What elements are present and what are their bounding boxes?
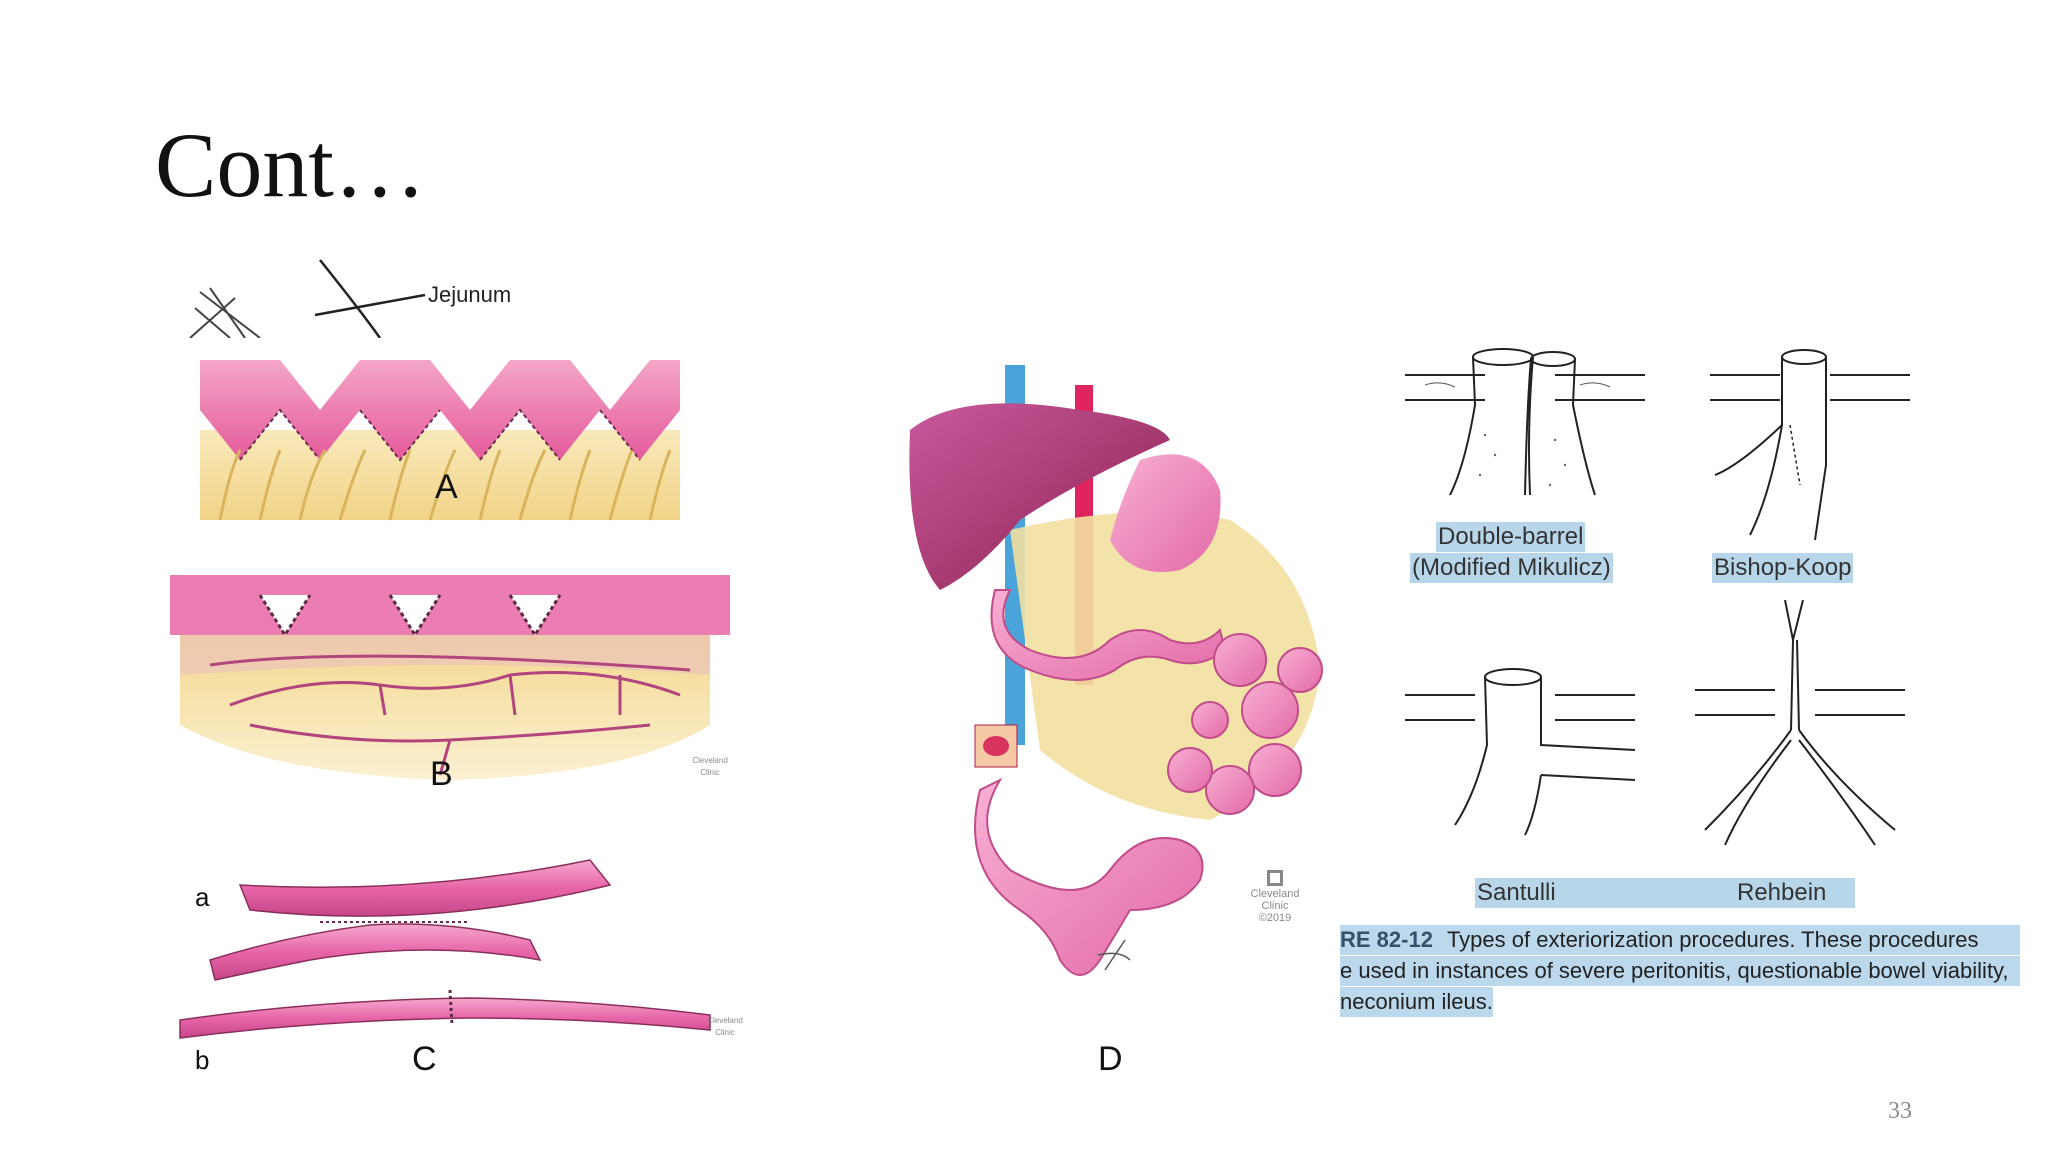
cleveland-logo-d: Cleveland Clinic ©2019 — [1240, 870, 1310, 924]
panel-c-sub-a: a — [195, 882, 210, 912]
label-modified-mikulicz: (Modified Mikulicz) — [1410, 553, 1613, 583]
figure-number: RE 82-12 — [1340, 927, 1433, 952]
panel-d-illustration — [909, 365, 1323, 976]
double-barrel-drawing — [1405, 348, 1645, 496]
caption-line-3: neconium ileus. — [1340, 987, 1493, 1017]
rehbein-drawing — [1695, 600, 1905, 846]
cleveland-logo-year: ©2019 — [1258, 912, 1292, 924]
panel-c-sub-b: b — [195, 1045, 210, 1075]
label-bishop-koop: Bishop-Koop — [1712, 553, 1854, 583]
santulli-drawing — [1405, 668, 1636, 836]
panel-a-illustration — [200, 360, 680, 521]
right-figure: Double-barrel (Modified Mikulicz) Bishop… — [1340, 345, 2020, 1025]
page-number: 33 — [1888, 1098, 1912, 1124]
slide-title: Cont… — [155, 114, 426, 216]
cleveland-logo-c: Cleveland Clinic — [707, 1016, 743, 1037]
label-double-barrel: Double-barrel — [1436, 522, 1586, 552]
jejunum-sketch — [189, 259, 426, 338]
middle-figure: Cleveland Clinic ©2019 D — [880, 350, 1330, 1080]
label-rehbein: Rehbein — [1735, 878, 1829, 908]
panel-b-illustration — [170, 575, 730, 780]
jejunum-label: Jejunum — [428, 282, 512, 307]
panel-a-label: A — [435, 468, 458, 506]
cleveland-logo-b: Cleveland Clinic — [692, 756, 728, 777]
panel-c-label: C — [412, 1040, 437, 1078]
label-santulli: Santulli — [1475, 878, 1558, 908]
panel-b-label: B — [430, 755, 453, 793]
panel-c-illustration — [179, 859, 711, 1039]
cleveland-logo-name2: Clinic — [1261, 900, 1289, 912]
caption-line-1: RE 82-12 Types of exteriorization procedu… — [1340, 925, 2020, 955]
panel-d-label: D — [1098, 1040, 1123, 1078]
left-figure: Jejunum A — [150, 250, 750, 1080]
caption-line-2: e used in instances of severe peritoniti… — [1340, 956, 2020, 986]
cleveland-logo-name: Cleveland — [1250, 888, 1300, 900]
cleveland-logo-mark — [1267, 870, 1283, 886]
bishop-koop-drawing — [1710, 349, 1910, 541]
caption-text-1: Types of exteriorization procedures. The… — [1446, 927, 1979, 952]
